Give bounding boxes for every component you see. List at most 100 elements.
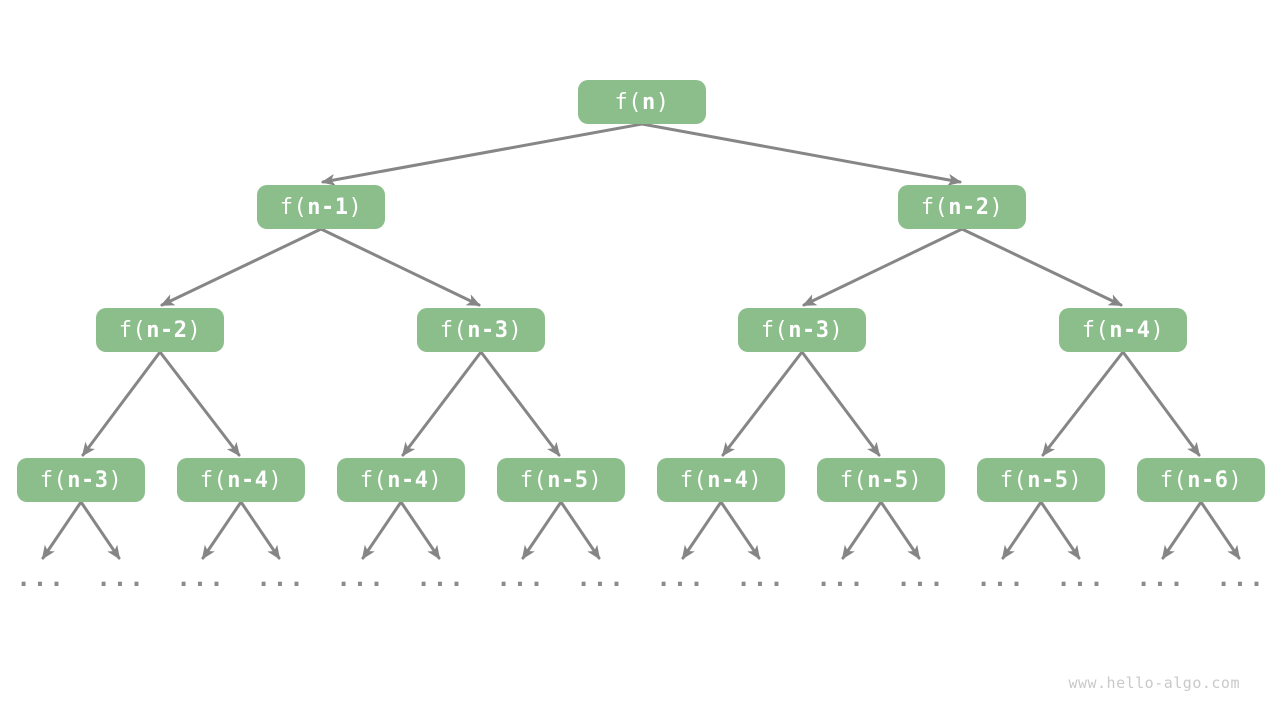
node-arg: n-5 bbox=[1027, 467, 1069, 493]
node-arg: n-3 bbox=[467, 317, 509, 343]
node-label: f( bbox=[199, 467, 228, 493]
node-l4-0-f-n-3: f(n-3) bbox=[17, 458, 145, 502]
edge bbox=[81, 350, 162, 457]
node-label: ) bbox=[748, 467, 763, 493]
node-l3-3-f-n-4: f(n-4) bbox=[1059, 308, 1187, 352]
watermark: www.hello-algo.com bbox=[1068, 674, 1240, 692]
ellipsis-0: ... bbox=[16, 564, 66, 592]
node-label: ) bbox=[1150, 317, 1165, 343]
ellipsis-7: ... bbox=[576, 564, 626, 592]
edge bbox=[479, 350, 561, 457]
node-label: f( bbox=[1159, 467, 1188, 493]
node-label: f( bbox=[920, 194, 949, 220]
node-label: ) bbox=[989, 194, 1004, 220]
node-label: f( bbox=[679, 467, 708, 493]
node-label: ) bbox=[588, 467, 603, 493]
edge bbox=[321, 122, 644, 186]
edge bbox=[160, 227, 323, 307]
node-label: f( bbox=[439, 317, 468, 343]
edge bbox=[239, 500, 281, 560]
node-l4-7-f-n-6: f(n-6) bbox=[1137, 458, 1265, 502]
ellipsis-9: ... bbox=[736, 564, 786, 592]
node-l4-6-f-n-5: f(n-5) bbox=[977, 458, 1105, 502]
edge bbox=[1199, 500, 1241, 560]
node-label: f( bbox=[614, 89, 642, 115]
node-label: f( bbox=[39, 467, 68, 493]
node-label: ) bbox=[428, 467, 443, 493]
edge bbox=[521, 500, 563, 560]
node-arg: n-4 bbox=[1109, 317, 1151, 343]
edge bbox=[1039, 500, 1081, 560]
node-arg: n-5 bbox=[547, 467, 589, 493]
node-l4-1-f-n-4: f(n-4) bbox=[177, 458, 305, 502]
node-label: f( bbox=[999, 467, 1028, 493]
node-label: ) bbox=[508, 317, 523, 343]
ellipsis-4: ... bbox=[336, 564, 386, 592]
node-l3-0-f-n-2: f(n-2) bbox=[96, 308, 224, 352]
node-l4-2-f-n-4: f(n-4) bbox=[337, 458, 465, 502]
edge bbox=[399, 500, 441, 560]
edge bbox=[802, 227, 964, 307]
ellipsis-10: ... bbox=[816, 564, 866, 592]
ellipsis-8: ... bbox=[656, 564, 706, 592]
edge bbox=[361, 500, 403, 560]
node-label: ) bbox=[187, 317, 202, 343]
node-label: ) bbox=[829, 317, 844, 343]
edge bbox=[1041, 350, 1125, 457]
node-arg: n-2 bbox=[146, 317, 188, 343]
node-label: ) bbox=[1068, 467, 1083, 493]
ellipsis-1: ... bbox=[96, 564, 146, 592]
node-l4-3-f-n-5: f(n-5) bbox=[497, 458, 625, 502]
node-label: ) bbox=[908, 467, 923, 493]
node-label: f( bbox=[760, 317, 789, 343]
ellipsis-5: ... bbox=[416, 564, 466, 592]
edges-level-2 bbox=[160, 227, 1123, 307]
edges-level-4 bbox=[41, 500, 1241, 560]
node-arg: n-5 bbox=[867, 467, 909, 493]
node-l2-f-n-1: f(n-1) bbox=[257, 185, 385, 229]
node-l3-2-f-n-3: f(n-3) bbox=[738, 308, 866, 352]
node-label: f( bbox=[839, 467, 868, 493]
node-arg: n bbox=[642, 89, 656, 115]
node-l4-4-f-n-4: f(n-4) bbox=[657, 458, 785, 502]
node-arg: n-4 bbox=[387, 467, 429, 493]
edges-level-1 bbox=[321, 122, 962, 186]
node-l2-f-n-2: f(n-2) bbox=[898, 185, 1026, 229]
ellipsis-6: ... bbox=[496, 564, 546, 592]
edge bbox=[800, 350, 881, 457]
ellipsis-2: ... bbox=[176, 564, 226, 592]
edge bbox=[719, 500, 761, 560]
node-label: ) bbox=[268, 467, 283, 493]
node-arg: n-3 bbox=[67, 467, 109, 493]
node-label: f( bbox=[1081, 317, 1110, 343]
edge bbox=[201, 500, 243, 560]
node-arg: n-1 bbox=[307, 194, 349, 220]
edge bbox=[79, 500, 121, 560]
ellipsis-14: ... bbox=[1136, 564, 1186, 592]
edge bbox=[841, 500, 883, 560]
ellipsis-3: ... bbox=[256, 564, 306, 592]
edge bbox=[401, 350, 483, 457]
node-label: ) bbox=[348, 194, 363, 220]
edge bbox=[158, 350, 241, 457]
node-l1-f-n: f(n) bbox=[578, 80, 706, 124]
edges-level-3 bbox=[81, 350, 1201, 457]
node-label: ) bbox=[655, 89, 670, 115]
edge bbox=[879, 500, 921, 560]
node-l3-1-f-n-3: f(n-3) bbox=[417, 308, 545, 352]
node-arg: n-4 bbox=[227, 467, 269, 493]
node-label: ) bbox=[1228, 467, 1243, 493]
edge bbox=[640, 122, 962, 186]
ellipsis-12: ... bbox=[976, 564, 1026, 592]
node-arg: n-6 bbox=[1187, 467, 1229, 493]
edge bbox=[1161, 500, 1203, 560]
node-arg: n-2 bbox=[948, 194, 990, 220]
edge bbox=[681, 500, 723, 560]
ellipsis-11: ... bbox=[896, 564, 946, 592]
node-arg: n-3 bbox=[788, 317, 830, 343]
node-label: f( bbox=[279, 194, 308, 220]
edge bbox=[319, 227, 481, 307]
node-arg: n-4 bbox=[707, 467, 749, 493]
